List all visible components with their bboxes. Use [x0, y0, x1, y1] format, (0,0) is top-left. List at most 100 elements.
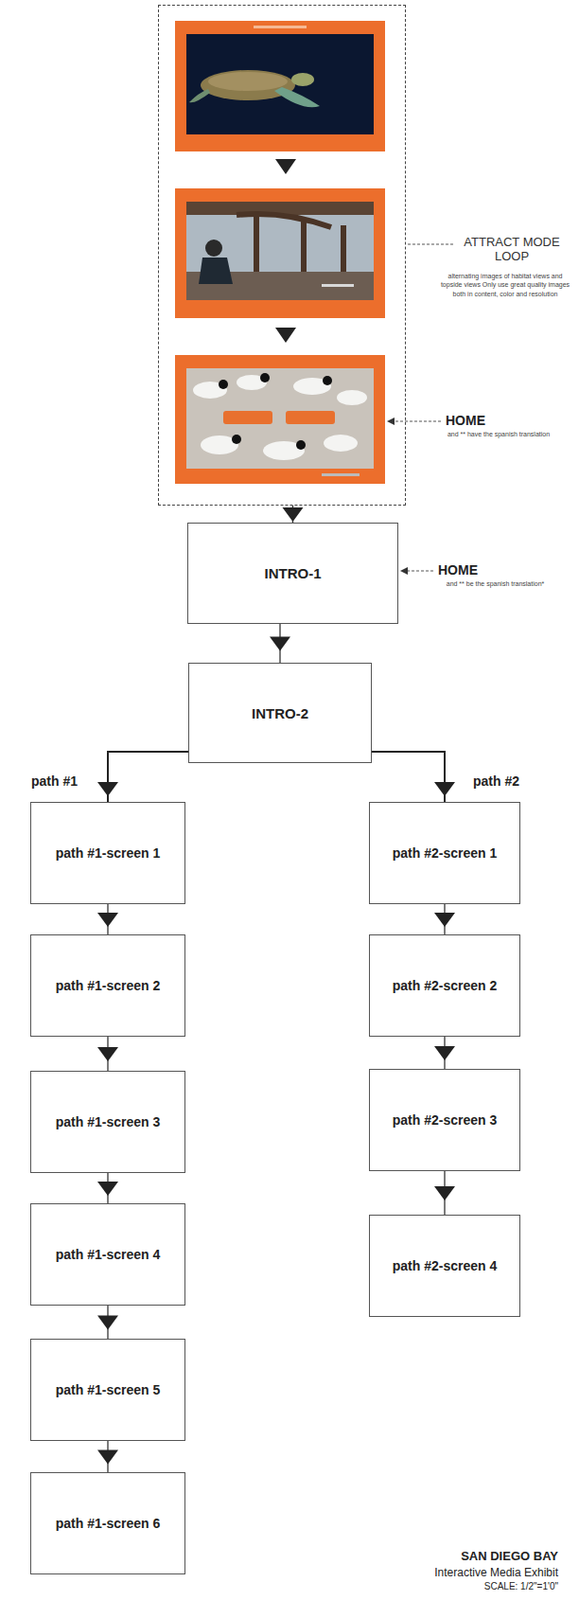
- boat-window-frame: [300, 217, 307, 275]
- flow-arrow: [269, 623, 291, 663]
- flow-arrow: [434, 903, 456, 934]
- box-label: INTRO-2: [251, 704, 309, 721]
- box-label: path #2-screen 4: [392, 1257, 498, 1273]
- path-label: path #2: [473, 772, 520, 789]
- flow-arrow: [371, 751, 456, 802]
- turtle-head: [291, 72, 315, 87]
- callout-note: and ** be the spanish translation*: [421, 579, 569, 589]
- group-heading: ATTRACT MODE LOOP: [459, 235, 564, 264]
- flow-arrow: [434, 1035, 456, 1069]
- bird-cap: [296, 439, 306, 450]
- boat-window-frame: [340, 225, 347, 273]
- arrowhead: [97, 1180, 119, 1195]
- arrowhead: [97, 1046, 119, 1061]
- screen-box: INTRO-1: [187, 522, 399, 624]
- box-label: path #1-screen 1: [55, 844, 161, 860]
- turtle-shell-top: [208, 71, 288, 91]
- arrowhead: [434, 1185, 456, 1200]
- flow-arrow: [282, 505, 304, 523]
- box-label: path #2-screen 2: [392, 977, 498, 993]
- leader-arrowhead: [400, 566, 408, 575]
- screen-boat: [175, 188, 386, 318]
- arrowhead: [97, 1315, 119, 1330]
- screen-frame: [175, 354, 386, 484]
- bird: [336, 389, 368, 405]
- screen-button: [285, 410, 335, 424]
- title-block-scale: SCALE: 1/2"=1'0": [484, 1579, 559, 1593]
- bird-cap: [322, 375, 333, 386]
- bird-cap: [218, 379, 229, 389]
- turtle-flipper: [274, 87, 320, 107]
- screen-box: path #2-screen 1: [368, 801, 521, 904]
- box-label: path #1-screen 5: [55, 1381, 161, 1397]
- screen-image: [186, 368, 374, 469]
- arrowhead: [97, 781, 119, 796]
- screen-turtle: [175, 20, 386, 152]
- bird: [323, 434, 358, 452]
- flow-arrow: [97, 1035, 119, 1071]
- screen-frame: [175, 20, 386, 152]
- flow-arrow: [97, 1439, 119, 1472]
- bird-cap: [260, 372, 270, 383]
- screen-home: [175, 354, 386, 484]
- sequence-arrow: [275, 158, 297, 175]
- turtle-shell: [200, 70, 296, 101]
- screen-image: [186, 34, 374, 135]
- title-block-heading: SAN DIEGO BAY: [460, 1547, 559, 1563]
- screen-button: [223, 410, 273, 424]
- person-body: [198, 257, 233, 284]
- leader-line: [407, 244, 455, 246]
- callout-heading: HOME: [438, 561, 478, 579]
- bird-cap: [231, 434, 242, 444]
- arrowhead: [434, 781, 456, 796]
- screen-box: INTRO-2: [188, 662, 372, 763]
- box-label: path #2-screen 3: [392, 1111, 498, 1127]
- leader-line: [405, 570, 434, 572]
- group-note: alternating images of habitat views and …: [438, 271, 572, 299]
- flow-arrow: [97, 751, 189, 802]
- screen-box: path #1-screen 4: [30, 1202, 186, 1305]
- screen-box: path #2-screen 4: [368, 1213, 521, 1316]
- screen-box: path #1-screen 2: [30, 933, 186, 1036]
- bird: [263, 440, 305, 460]
- image-note-bar: [321, 283, 354, 287]
- flow-arrow: [97, 1304, 119, 1338]
- box-label: path #1-screen 6: [55, 1514, 161, 1530]
- callout-note: and ** have the spanish translation: [427, 430, 570, 439]
- box-label: path #1-screen 4: [55, 1245, 161, 1262]
- screen-box: path #1-screen 6: [30, 1471, 186, 1574]
- branch-line: [371, 751, 445, 802]
- flow-arrow: [97, 1172, 119, 1203]
- arrowhead: [282, 507, 304, 522]
- box-label: path #2-screen 1: [392, 844, 498, 860]
- path-label: path #1: [31, 772, 78, 789]
- leader-arrowhead: [386, 417, 395, 425]
- screen-box: path #1-screen 1: [30, 801, 186, 904]
- arrowhead: [434, 1045, 456, 1060]
- person-head: [205, 239, 223, 257]
- screen-box: path #2-screen 2: [368, 933, 521, 1036]
- branch-line: [107, 751, 189, 802]
- boat-window-frame: [253, 214, 260, 272]
- screen-box: path #1-screen 3: [30, 1070, 186, 1173]
- sequence-arrow: [275, 327, 297, 343]
- flow-arrow: [97, 903, 119, 934]
- callout-heading: HOME: [445, 412, 486, 430]
- arrowhead: [97, 1449, 119, 1464]
- box-label: path #1-screen 3: [55, 1113, 161, 1129]
- arrowhead: [97, 912, 119, 927]
- screen-box: path #1-screen 5: [30, 1337, 186, 1440]
- turtle-flipper: [189, 88, 211, 103]
- image-note-bar: [321, 473, 360, 476]
- box-label: INTRO-1: [264, 564, 322, 581]
- boat-window-frame: [236, 213, 332, 228]
- leader-line: [392, 421, 441, 422]
- screen-image: [186, 201, 374, 300]
- screen-box: path #2-screen 3: [368, 1068, 521, 1171]
- arrowhead: [434, 912, 456, 927]
- screen-frame: [175, 188, 386, 318]
- flow-arrow: [434, 1170, 456, 1214]
- arrowhead: [269, 636, 291, 651]
- group-outline: ATTRACT MODE LOOPalternating images of h…: [157, 4, 406, 506]
